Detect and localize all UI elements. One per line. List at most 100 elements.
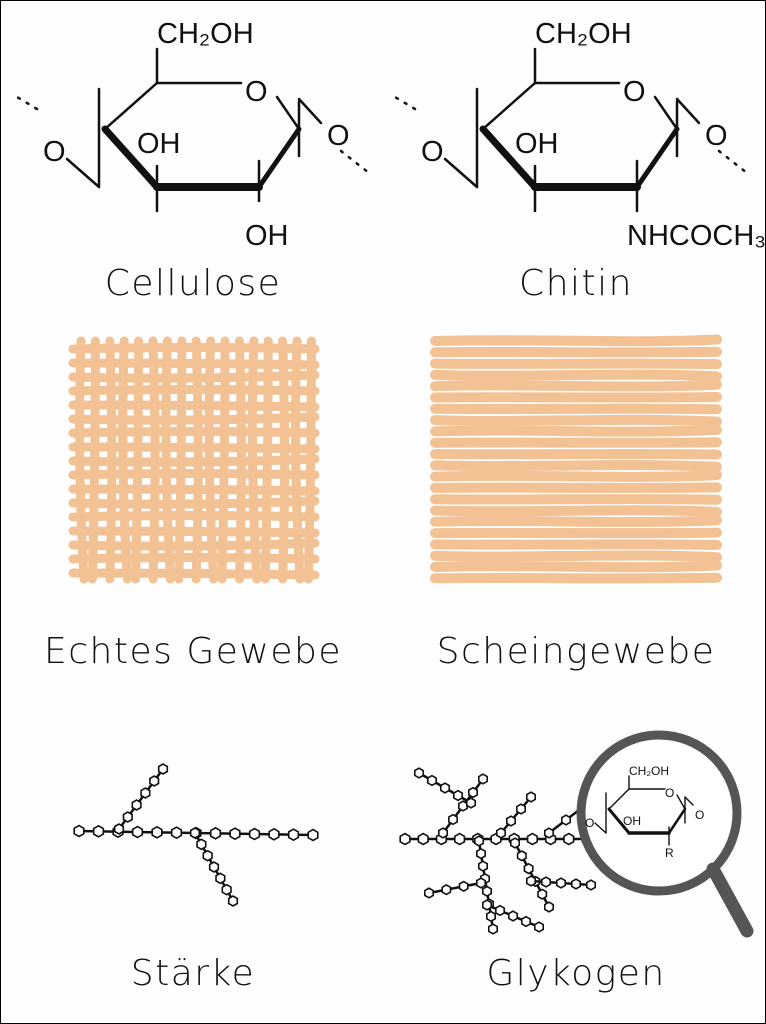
glucose-unit <box>453 832 466 846</box>
glucose-unit <box>157 763 169 775</box>
glucose-chain-bond <box>428 881 482 895</box>
glucose-unit <box>458 880 469 893</box>
glucose-unit <box>487 923 499 935</box>
stacked-fiber <box>430 334 722 347</box>
chitin-right-oxygen-label: O <box>705 120 728 152</box>
pseudo-tissue-caption: Scheingewebe <box>436 631 716 672</box>
glucose-unit <box>481 899 493 911</box>
glucose-unit <box>151 825 163 839</box>
glucose-unit <box>307 828 319 842</box>
stacked-fiber <box>430 560 722 573</box>
glucose-unit <box>208 861 220 873</box>
vertical-fiber <box>217 336 230 584</box>
glucose-unit <box>526 832 539 846</box>
stacked-fiber <box>430 482 722 493</box>
stacked-fiber <box>430 358 722 370</box>
stacked-fiber <box>430 460 722 472</box>
glycogen-branched-structure <box>399 767 597 935</box>
chitin-substituent-label: NHCOCH₃ <box>627 220 765 252</box>
stacked-fiber <box>430 515 722 528</box>
true-tissue-caption: Echtes Gewebe <box>44 631 342 672</box>
glucose-unit <box>525 791 537 803</box>
glucose-unit <box>475 877 487 889</box>
glucose-unit <box>437 827 449 839</box>
glucose-unit <box>202 849 213 862</box>
glucose-unit <box>73 824 85 838</box>
glucose-unit <box>209 826 222 840</box>
vertical-fiber <box>118 336 132 584</box>
vertical-fiber <box>161 336 175 584</box>
glucose-unit <box>537 888 548 900</box>
glucose-unit <box>473 835 485 847</box>
glucose-unit <box>560 814 572 826</box>
ring-bond <box>103 81 159 131</box>
pseudo-tissue-stacked-fibers <box>430 334 722 584</box>
cellulose-bottom-oh-label: OH <box>245 220 289 252</box>
glucose-unit <box>543 901 555 913</box>
glucose-unit <box>477 773 489 785</box>
vertical-fiber <box>247 336 262 584</box>
chitin-left-oxygen-label: O <box>421 136 444 168</box>
glucose-unit <box>447 813 459 826</box>
chitin-caption: Chitin <box>519 263 633 304</box>
stacked-fiber <box>430 346 722 358</box>
glycogen-caption: Glykogen <box>486 953 666 994</box>
glucose-unit <box>475 847 487 860</box>
glucose-unit <box>131 799 142 811</box>
glucose-unit <box>170 826 183 840</box>
stacked-fiber <box>430 424 722 437</box>
stacked-fiber <box>430 392 722 403</box>
glucose-unit <box>413 767 425 779</box>
glucose-unit <box>477 860 489 872</box>
vertical-fiber <box>75 336 89 584</box>
cellulose-ring-oxygen-label: O <box>245 76 268 108</box>
glucose-unit <box>520 915 532 928</box>
stacked-fiber <box>430 414 722 427</box>
glucose-unit <box>563 832 575 846</box>
glucose-unit <box>131 825 144 839</box>
glucose-unit <box>509 837 521 849</box>
glucose-unit <box>516 850 527 862</box>
magnifier-oh-label: OH <box>623 814 641 828</box>
cellulose-structure <box>15 47 371 213</box>
glucose-unit <box>525 875 537 887</box>
glucose-unit <box>467 786 479 799</box>
glucose-unit <box>140 787 151 799</box>
glucose-unit <box>452 789 464 802</box>
glucose-unit <box>555 877 567 889</box>
vertical-fiber <box>278 336 290 584</box>
magnifier-ring-oxygen-label: O <box>665 786 674 800</box>
glucose-unit <box>215 872 226 885</box>
glucose-unit <box>540 876 552 888</box>
vertical-fiber <box>174 336 187 584</box>
glucose-unit <box>196 838 207 851</box>
glucose-unit <box>221 883 232 896</box>
starch-caption: Stärke <box>130 953 256 994</box>
glucose-unit <box>229 827 241 841</box>
glucose-unit <box>426 774 438 787</box>
vertical-fiber <box>234 336 246 584</box>
glucose-unit <box>507 910 519 922</box>
glucose-unit <box>122 811 133 823</box>
stacked-fiber <box>430 379 722 392</box>
magnifier-ch2oh-label: CH₂OH <box>629 764 669 778</box>
cellulose-right-oxygen-label: O <box>327 120 350 152</box>
glucose-unit <box>515 803 527 815</box>
chitin-ring-oxygen-label: O <box>623 76 646 108</box>
vertical-fiber <box>131 336 144 584</box>
glucose-unit <box>268 827 280 841</box>
glucose-unit <box>439 782 451 794</box>
glucose-unit <box>189 827 201 839</box>
ring-bond-bold <box>256 126 302 190</box>
magnifier-right-oxygen-label: O <box>695 808 704 822</box>
stacked-fiber <box>430 550 722 563</box>
vertical-fiber <box>105 336 117 584</box>
glucose-unit <box>585 879 597 891</box>
stacked-fiber <box>430 539 722 550</box>
vertical-fiber <box>204 336 219 584</box>
stacked-fiber <box>430 448 722 460</box>
cellulose-left-oxygen-label: O <box>43 136 66 168</box>
chitin-ch2oh-label: CH₂OH <box>535 18 632 50</box>
